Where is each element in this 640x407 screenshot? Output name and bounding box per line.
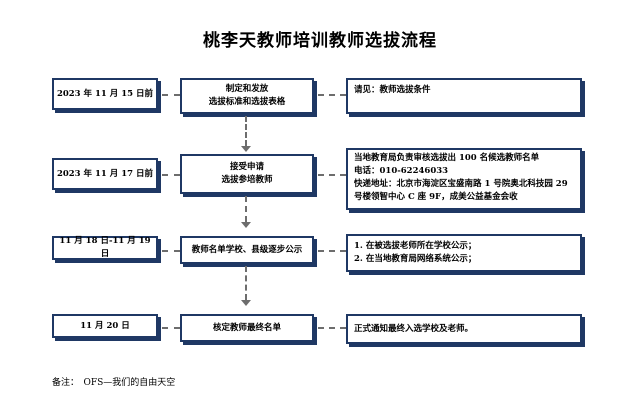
action-line: 接受申请 — [229, 162, 264, 172]
date-label-2: 2023 年 11 月 17 日前 — [56, 168, 154, 179]
date-box-1: 2023 年 11 月 15 日前 — [52, 78, 158, 110]
detail-box-4: 正式通知最终入选学校及老师。 — [346, 314, 582, 344]
connector-down-2 — [245, 196, 247, 222]
detail-box-1: 请见：教师选拔条件 — [346, 78, 582, 114]
connector-detail-3 — [318, 250, 346, 252]
detail-box-2: 当地教育局负责审核选拔出 100 名候选教师名单 电话：010-62246033… — [346, 148, 582, 210]
connector-date-2 — [162, 174, 180, 176]
detail-line: 1. 在被选拔老师所在学校公示； — [354, 241, 477, 251]
date-label-4: 11 月 20 日 — [80, 320, 130, 331]
detail-line: 号楼领智中心 C 座 9F，成美公益基金会收 — [354, 192, 518, 202]
connector-down-3 — [245, 266, 247, 300]
connector-detail-2 — [318, 174, 346, 176]
connector-date-3 — [162, 250, 180, 252]
date-label-1: 2023 年 11 月 15 日前 — [56, 88, 154, 99]
date-box-2: 2023 年 11 月 17 日前 — [52, 158, 158, 190]
page-title: 桃李天教师培训教师选拔流程 — [203, 31, 437, 51]
action-box-4: 核定教师最终名单 — [180, 314, 314, 342]
connector-date-1 — [162, 94, 180, 96]
detail-line: 快递地址：北京市海淀区宝盛南路 1 号院奥北科技园 29 — [354, 179, 568, 189]
action-line: 制定和发放 — [225, 84, 269, 94]
detail-line: 电话：010-62246033 — [354, 166, 449, 176]
detail-line: 请见：教师选拔条件 — [354, 85, 431, 95]
action-box-1: 制定和发放 选拔标准和选拔表格 — [180, 78, 314, 114]
action-line: 选拔标准和选拔表格 — [208, 97, 286, 107]
connector-detail-4 — [318, 327, 346, 329]
connector-down-1 — [245, 116, 247, 146]
date-box-4: 11 月 20 日 — [52, 314, 158, 338]
arrow-down-icon — [241, 146, 251, 152]
connector-date-4 — [162, 327, 180, 329]
action-line: 教师名单学校、县级逐步公示 — [191, 244, 303, 255]
detail-line: 当地教育局负责审核选拔出 100 名候选教师名单 — [354, 153, 540, 163]
arrow-down-icon — [241, 222, 251, 228]
action-box-2: 接受申请 选拔参培教师 — [180, 154, 314, 194]
action-line: 选拔参培教师 — [221, 175, 273, 185]
detail-line: 正式通知最终入选学校及老师。 — [354, 324, 474, 334]
arrow-down-icon — [241, 300, 251, 306]
action-box-3: 教师名单学校、县级逐步公示 — [180, 236, 314, 264]
action-line: 核定教师最终名单 — [212, 322, 281, 333]
footnote: 备注： OFS—我们的自由天空 — [52, 378, 176, 388]
detail-line: 2. 在当地教育局网络系统公示； — [354, 254, 477, 264]
date-box-3: 11 月 18 日-11 月 19 日 — [52, 236, 158, 260]
date-label-3: 11 月 18 日-11 月 19 日 — [59, 236, 151, 259]
detail-box-3: 1. 在被选拔老师所在学校公示； 2. 在当地教育局网络系统公示； — [346, 234, 582, 272]
connector-detail-1 — [318, 94, 346, 96]
